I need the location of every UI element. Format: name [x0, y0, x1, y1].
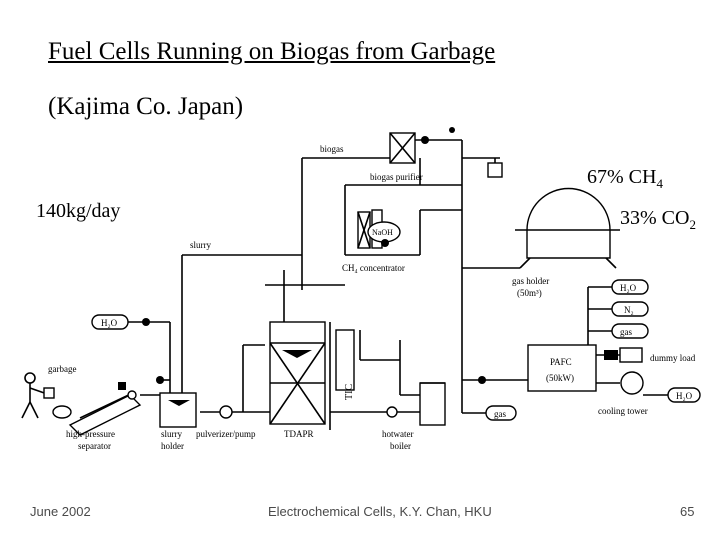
feed-rate-label: 140kg/day [36, 200, 121, 222]
hotwater-boiler-unit [330, 382, 446, 426]
biogas-purifier-label: biogas purifier [370, 172, 423, 182]
biogas-line [301, 139, 500, 340]
slide-title: Fuel Cells Running on Biogas from Garbag… [48, 38, 496, 65]
gas-bottom-label: gas [494, 409, 506, 419]
slide-subtitle: (Kajima Co. Japan) [48, 93, 244, 120]
slurry-line [181, 254, 345, 380]
co2-percent: 33% CO [620, 207, 690, 229]
biogas-label: biogas [320, 144, 344, 154]
cooling-tower-label: cooling tower [598, 406, 648, 416]
high-pressure-separator [52, 376, 170, 436]
utility-feeds [587, 279, 649, 345]
tic-label: TIC [344, 384, 355, 400]
gas-holder-volume: (50m³) [517, 288, 542, 298]
high-pressure-label: high-pressure [66, 429, 115, 439]
tic-controller [335, 329, 401, 395]
h2o-left-feed [91, 314, 171, 393]
gas-return-loop [461, 340, 528, 421]
garbage-label: garbage [48, 364, 76, 374]
h2o-feed-label: H₂O [620, 283, 637, 293]
gas-holder-label: gas holder [512, 276, 549, 286]
footer-page-number: 65 [680, 504, 695, 519]
pafc-unit [527, 344, 701, 403]
ch4-concentrator-unit [345, 209, 462, 256]
gas-holder-unit [462, 187, 620, 269]
h2o-left-label: H₂O [101, 318, 118, 328]
slurry-holder-label-2: holder [161, 441, 184, 451]
slurry-holder-unit [159, 380, 197, 428]
co2-composition: 33% CO2 [620, 207, 696, 233]
pulverizer-pump-label: pulverizer/pump [196, 429, 256, 439]
ch4-percent: 67% CH [587, 166, 657, 188]
separator-label: separator [78, 441, 111, 451]
tdapr-label: TDAPR [284, 429, 314, 439]
ch4-concentrator-label: CH₄ concentrator [342, 263, 405, 273]
pafc-power-label: (50kW) [546, 373, 574, 383]
ch4-subscript: 4 [656, 176, 663, 191]
co2-subscript: 2 [689, 217, 696, 232]
footer-course: Electrochemical Cells, K.Y. Chan, HKU [268, 504, 492, 519]
pafc-label: PAFC [550, 357, 572, 367]
person-figure [21, 372, 55, 419]
slurry-label: slurry [190, 240, 211, 250]
hotwater-label: hotwater [382, 429, 414, 439]
dummy-load-label: dummy load [650, 353, 696, 363]
naoh-label: NaOH [372, 228, 393, 237]
slurry-holder-label-1: slurry [161, 429, 182, 439]
tdapr-reactor [269, 300, 331, 430]
h2o-right-label: H₂O [676, 391, 693, 401]
biogas-purifier-unit [389, 127, 503, 178]
ch4-composition: 67% CH4 [587, 166, 663, 192]
boiler-label: boiler [390, 441, 411, 451]
footer-date: June 2002 [30, 504, 91, 519]
n2-feed-label: N₂ [624, 305, 634, 315]
pulverizer-pump-unit [200, 344, 270, 419]
gas-feed-label: gas [620, 327, 632, 337]
